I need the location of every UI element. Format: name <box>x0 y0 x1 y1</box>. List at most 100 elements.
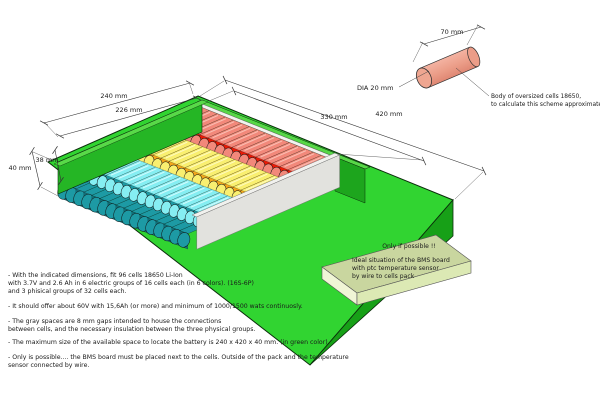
dim-240-label: 240 mm <box>100 92 127 100</box>
cell-tube-highlight <box>110 161 141 176</box>
note-p1-line1: - With the indicated dimensions, fit 96 … <box>8 272 183 279</box>
extension-line <box>40 186 59 197</box>
extension-line <box>336 153 423 161</box>
extension-line <box>454 171 484 200</box>
note-p3-line2: between cells, and the necessary insulat… <box>8 326 255 333</box>
dim-40-label: 40 mm <box>8 164 31 172</box>
cell-note-line2: to calculate this scheme approximately <box>491 102 600 108</box>
dimension-tick <box>222 75 228 85</box>
note-p2: - It should offer about 60V with 15,6Ah … <box>8 303 303 310</box>
dimension-tick <box>231 86 237 96</box>
dimension-tick <box>52 146 58 154</box>
dimension-tick <box>481 166 487 176</box>
extension-line <box>466 24 479 46</box>
cell-tube-highlight <box>252 140 283 155</box>
cell-cylinder <box>415 46 481 89</box>
end-divider-face <box>196 154 340 250</box>
note-p1-line2: with 3.7V and 2.6 Ah in 6 electric group… <box>8 280 254 287</box>
dimension-tick <box>421 156 427 166</box>
cell-length-label: 70 mm <box>440 28 463 36</box>
dimension-line <box>224 79 485 172</box>
cell-tube-highlight <box>173 147 204 162</box>
cell-tube-highlight <box>212 124 243 139</box>
cell-tube-highlight <box>292 156 323 171</box>
note-p4: - The maximum size of the available spac… <box>8 339 330 346</box>
dimension-line <box>43 82 191 124</box>
cell-tube-highlight <box>198 197 229 211</box>
note-p1-line3: and 3 phisical groups of 32 cells each. <box>8 288 127 295</box>
dimension-line <box>59 97 198 137</box>
extension-line <box>188 81 194 95</box>
cell-note-line1: Body of oversized cells 18650, <box>491 94 581 100</box>
cell-tube-highlight <box>166 184 197 199</box>
dimension-tick <box>192 95 202 101</box>
cell-body <box>419 47 478 88</box>
cell-tube-highlight <box>118 165 149 179</box>
cell-tube-highlight <box>268 146 299 161</box>
pack-tray <box>53 99 209 195</box>
dim-38-label: 38 mm <box>35 156 58 164</box>
extension-line <box>412 41 424 63</box>
left-rim <box>53 99 209 167</box>
dimension-labels: 240 mm 226 mm 40 mm 38 mm 330 mm 420 mm <box>8 92 402 172</box>
dimension-line <box>54 149 62 182</box>
cell-tube-highlight <box>126 168 157 183</box>
extension-line <box>43 121 59 138</box>
dimension-line <box>233 90 425 162</box>
cell-tube-highlight <box>221 167 252 181</box>
bms-only-if-label: Only if possible !! <box>382 243 435 250</box>
cell-tube-highlight <box>158 181 189 195</box>
cell-tube-highlight <box>182 190 213 205</box>
note-p3-line1: - The gray spaces are 8 mm gaps intended… <box>8 318 221 325</box>
cell-tube-highlight <box>237 173 268 188</box>
dimension-tick <box>37 181 43 191</box>
bms-board: Only if possible !! Ideal situation of t… <box>321 234 472 306</box>
cell-tube-highlight <box>174 187 205 202</box>
cell-tube-highlight <box>190 193 221 208</box>
bms-note-line2: with ptc temperature sensor <box>352 265 439 272</box>
cell-tube-highlight <box>181 151 212 165</box>
cell-diameter-label: DIA 20 mm <box>357 84 393 92</box>
cell-tube-highlight <box>236 134 267 148</box>
cell-tube-highlight <box>189 154 220 169</box>
cell-tube-highlight <box>220 127 251 142</box>
dimension-tick <box>55 133 65 139</box>
dimension-tick <box>29 146 35 156</box>
dimension-tick <box>476 24 486 30</box>
oversized-cell-figure: DIA 20 mm Body of oversized cells 18650,… <box>357 28 600 108</box>
cell-tube-highlight <box>276 150 307 164</box>
note-p5-line1: - Only is possible.... the BMS board mus… <box>8 354 349 361</box>
cell-tube-highlight <box>228 130 259 145</box>
cell-tube-highlight <box>245 176 276 191</box>
note-p5-line2: sensor connected by wire. <box>8 362 89 369</box>
bms-note-line3: by wire to cells pack <box>352 273 415 280</box>
dimension-line <box>31 150 41 187</box>
dimension-line <box>423 26 482 45</box>
cell-tube-highlight <box>205 160 236 175</box>
dimension-lines <box>29 24 487 200</box>
diameter-leader-line <box>398 70 430 88</box>
cell-tube-highlight <box>142 174 173 189</box>
cell-tube-highlight <box>284 153 315 168</box>
dimension-tick <box>58 177 64 185</box>
bms-note-line1: Ideal situation of the BMS board <box>352 257 450 264</box>
cell-tube-highlight <box>244 137 275 152</box>
cell-tube-highlight <box>150 177 181 192</box>
cell-near-cap <box>415 67 433 89</box>
specification-notes: - With the indicated dimensions, fit 96 … <box>8 272 349 369</box>
cell-tube-highlight <box>157 141 188 156</box>
bms-front-face <box>356 260 472 306</box>
extension-line <box>32 151 55 162</box>
cell-tube-highlight <box>213 163 244 178</box>
dim-226-label: 226 mm <box>115 106 142 114</box>
dim-330-label: 330 mm <box>320 113 347 121</box>
cell-tube-highlight <box>134 171 165 186</box>
cell-tube-highlight <box>229 170 260 185</box>
cell-end-cap <box>177 232 191 248</box>
extension-line <box>199 80 225 97</box>
dimension-tick <box>419 41 429 47</box>
cell-tube-highlight <box>204 121 235 136</box>
dimension-tick <box>39 120 49 126</box>
